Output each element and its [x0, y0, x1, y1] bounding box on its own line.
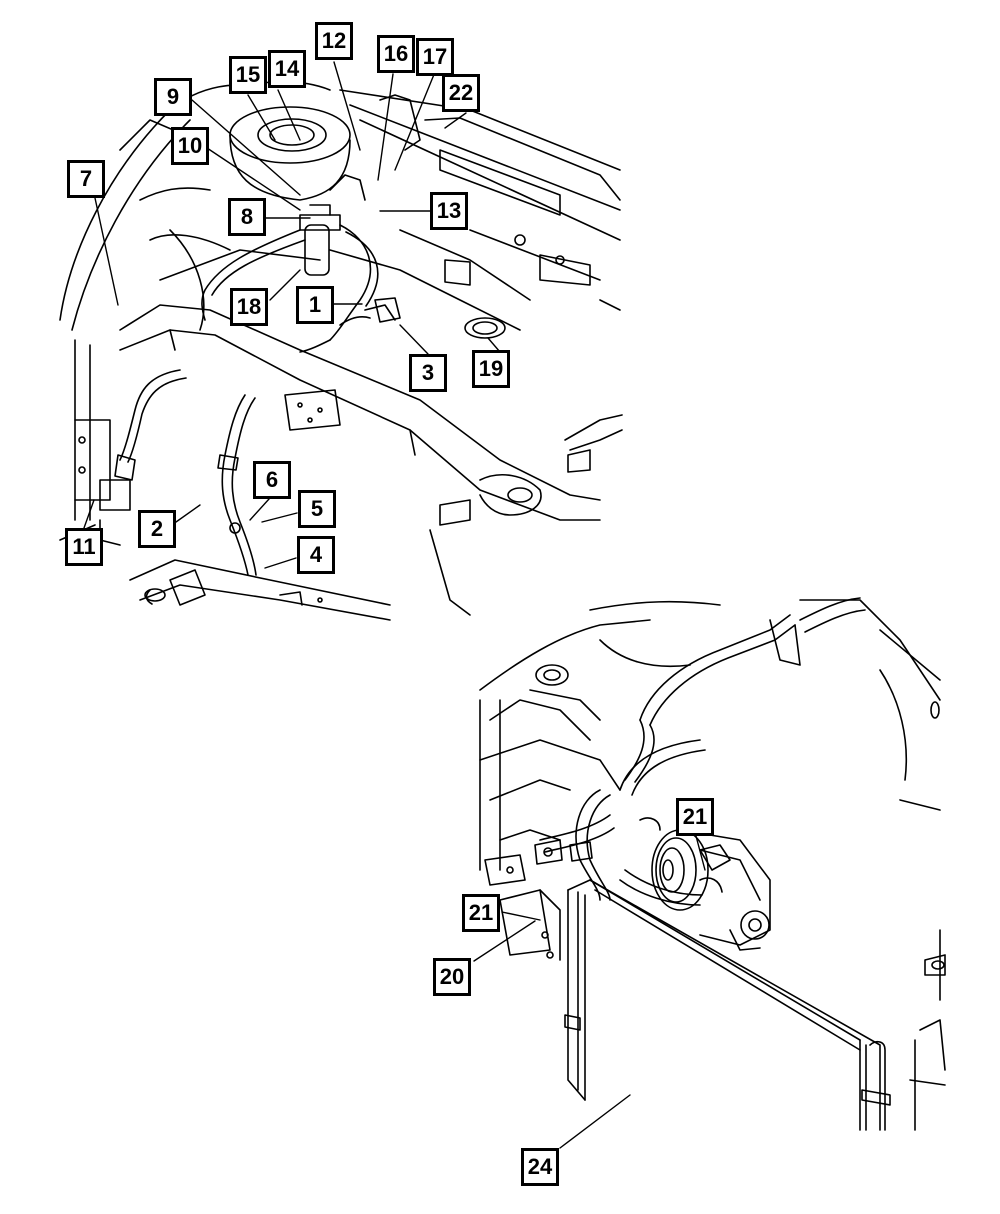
callout-19[interactable]: 19 — [472, 350, 510, 388]
callout-2[interactable]: 2 — [138, 510, 176, 548]
callout-3[interactable]: 3 — [409, 354, 447, 392]
callout-13[interactable]: 13 — [430, 192, 468, 230]
callout-11[interactable]: 11 — [65, 528, 103, 566]
callout-8[interactable]: 8 — [228, 198, 266, 236]
callout-9[interactable]: 9 — [154, 78, 192, 116]
callout-17[interactable]: 17 — [416, 38, 454, 76]
callout-22[interactable]: 22 — [442, 74, 480, 112]
callout-21-compressor[interactable]: 21 — [676, 798, 714, 836]
leader-lines — [83, 61, 706, 1149]
callout-10[interactable]: 10 — [171, 127, 209, 165]
callout-6[interactable]: 6 — [253, 461, 291, 499]
callout-14[interactable]: 14 — [268, 50, 306, 88]
condenser-compressor-illustration — [479, 597, 946, 1131]
callout-15[interactable]: 15 — [229, 56, 267, 94]
callout-20[interactable]: 20 — [433, 958, 471, 996]
engine-bay-illustration — [59, 80, 623, 621]
callout-7[interactable]: 7 — [67, 160, 105, 198]
callout-12[interactable]: 12 — [315, 22, 353, 60]
callout-21-condenser[interactable]: 21 — [462, 894, 500, 932]
callout-4[interactable]: 4 — [297, 536, 335, 574]
callout-18[interactable]: 18 — [230, 288, 268, 326]
callout-1[interactable]: 1 — [296, 286, 334, 324]
callout-16[interactable]: 16 — [377, 35, 415, 73]
callout-5[interactable]: 5 — [298, 490, 336, 528]
callout-24[interactable]: 24 — [521, 1148, 559, 1186]
